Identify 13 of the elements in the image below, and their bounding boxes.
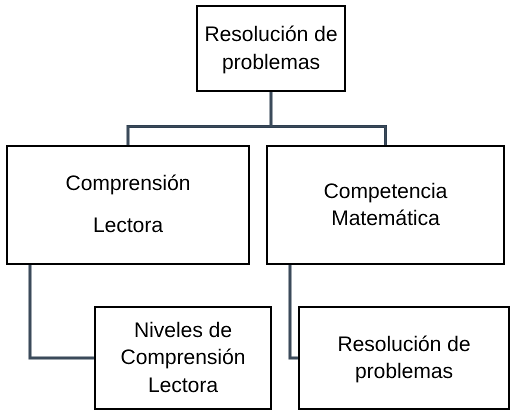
concept-box: [266, 145, 505, 265]
node-label: Resolución de problemas: [203, 22, 339, 76]
node-label: Competencia Matemática: [322, 178, 448, 232]
node-label: Niveles de Comprensión Lectora: [120, 318, 246, 399]
node-label: Comprensión Lectora: [64, 171, 192, 239]
concept-box: [196, 5, 346, 92]
connector-line: [288, 265, 298, 360]
concept-box: [94, 306, 272, 410]
node-label: Resolución de problemas: [336, 332, 472, 385]
concept-box: [6, 145, 250, 265]
concept-box: [298, 306, 510, 410]
connector-line: [270, 92, 387, 145]
connector-line: [28, 265, 94, 360]
